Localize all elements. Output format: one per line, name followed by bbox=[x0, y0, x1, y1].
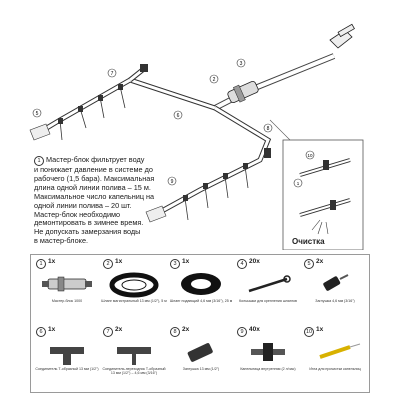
kit-item: 7 2x Соединитель-переходник Т-образный 1… bbox=[102, 326, 166, 376]
dripper-icon bbox=[251, 343, 285, 361]
end-plug-small-icon bbox=[323, 274, 349, 291]
ground-stake-icon bbox=[248, 275, 291, 293]
kit-item: 6 1x Соединитель Т-образный 13 мм (1/2") bbox=[35, 326, 99, 371]
kit-item: 8 2x Заглушка 13 мм (1/2") bbox=[168, 325, 234, 385]
drippers bbox=[58, 64, 271, 201]
end-plug-large-icon bbox=[187, 343, 213, 362]
svg-text:3: 3 bbox=[240, 61, 243, 67]
kit-item: 10 1x Игла для прочистки капельниц bbox=[302, 325, 368, 385]
svg-text:6: 6 bbox=[177, 113, 180, 119]
svg-text:7: 7 bbox=[111, 71, 114, 77]
kit-item: 9 40x Капельница внутренняя (2 л/час) bbox=[235, 325, 301, 385]
cleaning-needle-icon bbox=[319, 343, 361, 359]
kit-item: 5 2x Заглушка 4,6 мм (3/16") bbox=[302, 257, 368, 317]
hose-coil-icon bbox=[109, 272, 159, 298]
svg-text:10: 10 bbox=[307, 153, 313, 158]
kit-item: 1 1x Мастер-блок 1000 bbox=[34, 257, 100, 317]
t-reducer-icon bbox=[117, 347, 151, 365]
end-plates bbox=[29, 123, 167, 223]
t-connector-icon bbox=[50, 347, 84, 365]
kit-item: 4 20x Кольышки для крепления шлангов bbox=[235, 257, 301, 317]
svg-text:9: 9 bbox=[171, 179, 174, 185]
kit-contents-panel: 1 1x Мастер-блок 1000 2 1x Шланг магистр… bbox=[30, 254, 370, 393]
svg-text:2: 2 bbox=[213, 77, 216, 83]
irrigation-assembly-diagram: 5 7 2 3 6 8 9 10 1 bbox=[29, 23, 364, 250]
svg-text:8: 8 bbox=[267, 126, 270, 132]
svg-text:1: 1 bbox=[297, 181, 300, 186]
cleaning-label: Очистка bbox=[292, 237, 325, 246]
diagram-number-labels: 5 7 2 3 6 8 9 bbox=[32, 58, 273, 186]
faucet bbox=[329, 23, 355, 49]
svg-text:5: 5 bbox=[36, 111, 39, 117]
cleaning-callout: 10 1 bbox=[269, 119, 364, 250]
kit-item: 3 1x Шланг подающий 4,6 мм (3/16"), 25 м bbox=[169, 258, 233, 303]
thin-hose-coil-icon bbox=[181, 273, 221, 295]
master-block bbox=[227, 80, 259, 104]
kit-item: 2 1x Шланг магистральный 13 мм (1/2"), 5… bbox=[101, 258, 167, 303]
master-block-icon bbox=[42, 276, 92, 292]
